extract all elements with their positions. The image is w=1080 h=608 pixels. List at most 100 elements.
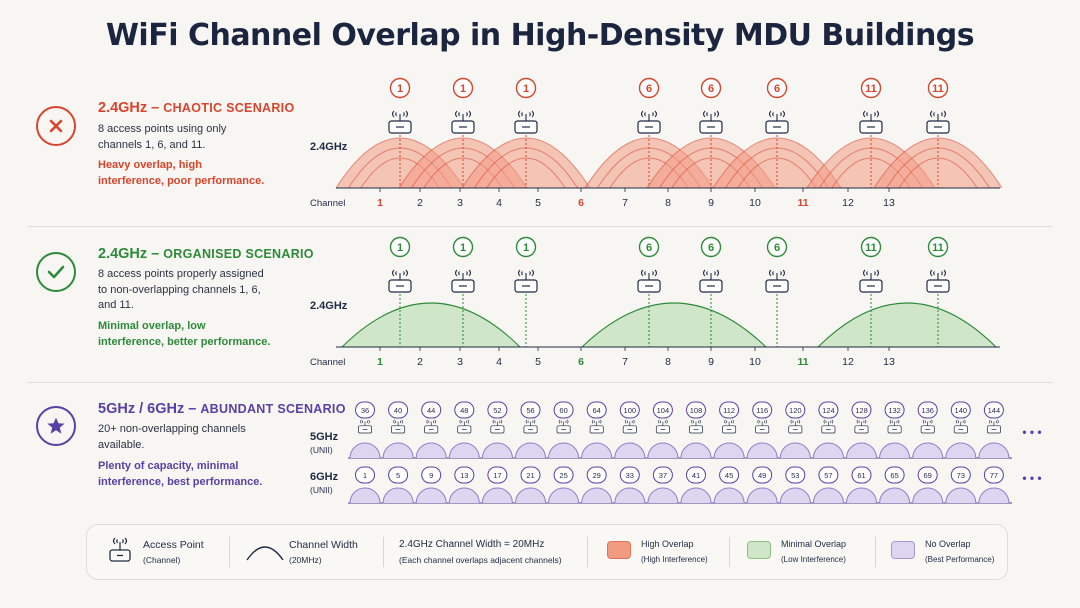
abundant-description: 20+ non-overlapping channels available. (98, 423, 246, 451)
access-point-icon (689, 419, 703, 434)
channel-width-arc (382, 442, 414, 459)
more-channels-ellipsis: • • • (1022, 471, 1041, 485)
access-point-icon (765, 110, 789, 134)
organised-description: 8 access points properly assigned to non… (98, 268, 264, 311)
channel-badge (454, 401, 475, 419)
channel-width-arc (779, 442, 811, 459)
legend-high: High Overlap (641, 539, 694, 549)
channel-width-arc (647, 487, 679, 504)
channel-badge (917, 401, 938, 419)
channel-tick-label: 6 (578, 356, 584, 368)
channel-width-arc (879, 442, 911, 459)
channel-badge-label: 73 (957, 471, 965, 480)
channel-width-arc (817, 302, 997, 348)
channel-badge-label: 1 (523, 83, 529, 95)
channel-badge-label: 120 (789, 406, 802, 415)
channel-badge-label: 6 (708, 242, 714, 254)
channel-badge (619, 466, 640, 484)
access-point-icon (589, 419, 604, 434)
channel-badge (818, 401, 839, 419)
access-point-icon (523, 419, 538, 434)
channel-badge (520, 401, 541, 419)
abundant-band_6-label: 6GHz (310, 471, 339, 483)
organised-axis-label: Channel (310, 357, 345, 368)
channel-tick-label: 13 (883, 356, 895, 368)
channel-width-arc (341, 302, 521, 348)
legend-minimal-sub: (Low Interference) (781, 555, 846, 564)
channel-width-arc (486, 157, 566, 189)
channel-width-arc (812, 487, 844, 504)
channel-width-arc (349, 487, 381, 504)
channel-badge-label: 100 (624, 406, 637, 415)
channel-badge-label: 128 (855, 406, 868, 415)
channel-badge-label: 140 (955, 406, 968, 415)
channel-width-arc (898, 157, 978, 189)
channel-badge-label: 1 (523, 242, 529, 254)
channel-badge-label: 13 (460, 471, 468, 480)
channel-badge (686, 466, 706, 484)
legend-separator (729, 537, 730, 567)
channel-badge (851, 401, 872, 419)
channel-width-arc (448, 487, 480, 504)
channel-width-arc (548, 442, 580, 459)
channel-badge (454, 466, 475, 484)
channel-badge-label: 33 (626, 471, 634, 480)
channel-width-arc (382, 487, 414, 504)
channel-badge (752, 401, 773, 419)
channel-width-arc (680, 487, 712, 504)
channel-badge (860, 77, 882, 99)
channel-tick-label: 1 (377, 197, 383, 209)
channel-badge (652, 401, 673, 419)
organised-summary: Minimal overlap, low interference, bette… (98, 320, 271, 348)
access-point-icon (986, 419, 1001, 434)
abundant-band_5-label: 5GHz (310, 431, 339, 443)
channel-tick-label: 12 (842, 197, 854, 209)
access-point-icon (424, 419, 439, 434)
channel-badge (950, 401, 971, 419)
channel-badge-label: 132 (888, 406, 901, 415)
channel-badge (355, 466, 375, 484)
channel-badge (884, 466, 905, 484)
access-point-icon (490, 419, 505, 434)
channel-badge-label: 144 (988, 406, 1001, 415)
channel-badge-label: 6 (774, 242, 780, 254)
legend-separator (229, 537, 230, 567)
channel-badge (766, 77, 788, 99)
channel-width-arc (515, 487, 546, 504)
channel-width-arc (779, 487, 811, 504)
channel-width-arc (647, 442, 679, 459)
channel-badge (520, 466, 541, 484)
legend-channel-width-sub: (20MHz) (289, 555, 322, 565)
access-point-icon (699, 110, 723, 134)
access-point-icon (655, 419, 670, 434)
channel-tick-label: 3 (457, 356, 463, 368)
channel-width-arc (713, 442, 745, 459)
channel-tick-label: 9 (708, 356, 714, 368)
channel-tick-label: 6 (578, 197, 584, 209)
channel-badge-label: 6 (646, 83, 652, 95)
chaotic-description: 8 access points using only channels 1, 6… (98, 123, 227, 151)
channel-width-arc (581, 302, 767, 348)
no-overlap-swatch (891, 541, 915, 559)
channel-badge-label: 112 (723, 406, 735, 415)
channel-badge-label: 45 (725, 471, 733, 480)
channel-width-arc (481, 487, 513, 504)
legend-none-sub: (Best Performance) (925, 555, 995, 564)
channel-width-arc (879, 487, 911, 504)
legend-separator (383, 537, 384, 567)
channel-tick-label: 1 (377, 356, 383, 368)
channel-badge-label: 52 (493, 406, 501, 415)
access-point-icon (755, 419, 770, 434)
channel-tick-label: 2 (417, 356, 423, 368)
channel-tick-label: 10 (749, 356, 761, 368)
channel-tick-label: 5 (535, 197, 541, 209)
legend-access-point-sub: (Channel) (143, 555, 181, 565)
access-point-icon (859, 110, 883, 134)
channel-tick-label: 7 (622, 356, 628, 368)
channel-tick-label: 11 (797, 356, 808, 368)
channel-badge-label: 65 (890, 471, 898, 480)
channel-width-arc (945, 487, 977, 504)
channel-badge (983, 401, 1004, 419)
channel-badge (851, 466, 872, 484)
